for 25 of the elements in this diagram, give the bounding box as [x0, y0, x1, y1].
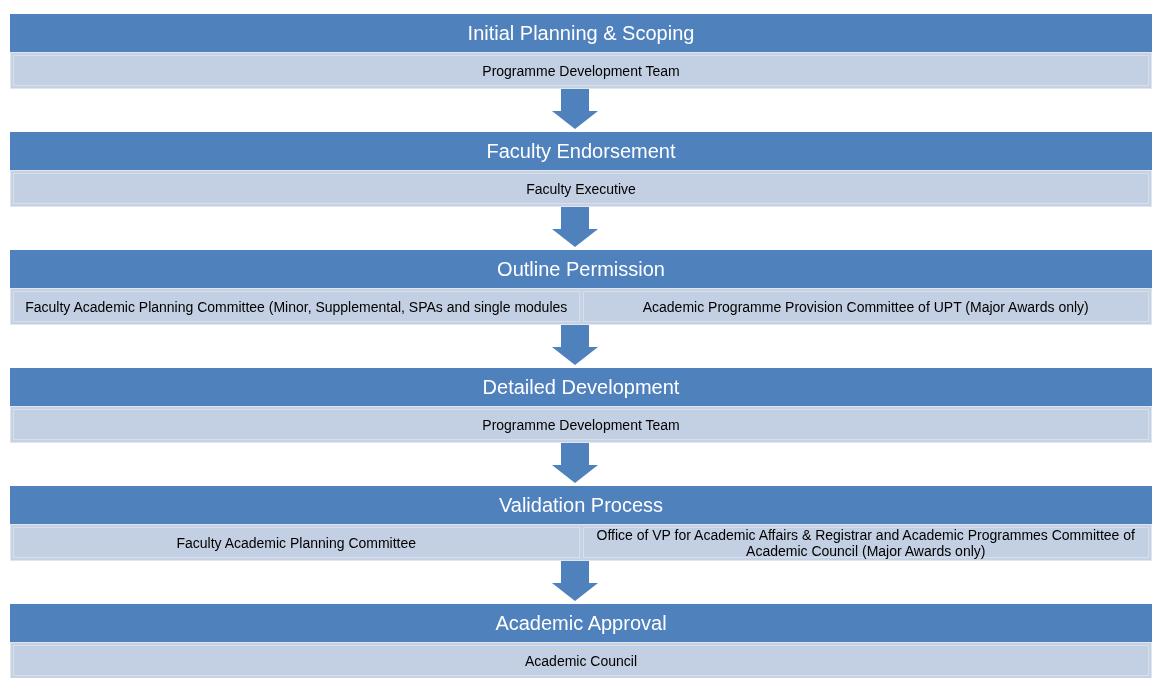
block-arrow — [552, 443, 598, 483]
stage-heading: Academic Approval — [495, 611, 667, 636]
body-text: Academic Programme Provision Committee of UPT (Major Awards only) — [642, 298, 1089, 315]
body-text: Academic Council — [524, 652, 638, 669]
body-text: Faculty Academic Planning Committee — [176, 534, 417, 551]
block-arrow — [552, 325, 598, 365]
body-text: Faculty Executive — [526, 180, 636, 197]
stage-block — [10, 486, 1152, 561]
stage-heading: Detailed Development — [482, 375, 680, 400]
stage-heading: Initial Planning & Scoping — [467, 21, 695, 46]
stage-block — [10, 604, 1152, 678]
stage-block — [10, 368, 1152, 443]
body-text: Faculty Academic Planning Committee (Minor, Supplemental, SPAs and single modules — [25, 298, 568, 315]
stage-block — [10, 250, 1152, 325]
body-text: Office of VP for Academic Affairs & Registrar and Academic Programmes Committee of Academic Council (Major Awards only) — [595, 526, 1136, 559]
block-arrow — [552, 89, 598, 129]
stage-heading: Faculty Endorsement — [486, 139, 676, 164]
block-arrow — [552, 561, 598, 601]
body-text: Programme Development Team — [482, 62, 680, 79]
stage-block — [10, 132, 1152, 207]
stage-block — [10, 14, 1152, 89]
block-arrow — [552, 207, 598, 247]
stage-heading: Validation Process — [498, 493, 664, 518]
body-text: Programme Development Team — [482, 416, 680, 433]
stage-heading: Outline Permission — [497, 257, 665, 282]
